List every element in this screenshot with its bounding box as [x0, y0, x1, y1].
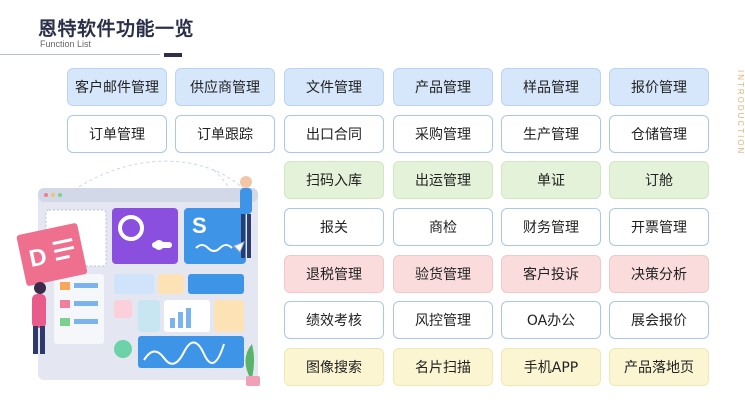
- feature-tile[interactable]: 客户投诉: [501, 255, 601, 293]
- feature-tile[interactable]: 决策分析: [609, 255, 709, 293]
- feature-tile[interactable]: 订舱: [609, 161, 709, 199]
- title-underline-accent: [164, 53, 182, 57]
- skype-s-icon: [184, 208, 246, 264]
- feature-tile[interactable]: 供应商管理: [175, 68, 275, 106]
- feature-tile[interactable]: 商检: [393, 208, 493, 246]
- feature-tile[interactable]: 订单跟踪: [175, 115, 275, 153]
- feature-tile[interactable]: 采购管理: [393, 115, 493, 153]
- feature-tile[interactable]: 生产管理: [501, 115, 601, 153]
- person-icon: [32, 282, 46, 354]
- feature-tile[interactable]: 名片扫描: [393, 348, 493, 386]
- feature-tile[interactable]: 文件管理: [284, 68, 384, 106]
- feature-tile[interactable]: 报关: [284, 208, 384, 246]
- feature-tile[interactable]: 绩效考核: [284, 301, 384, 339]
- feature-tile[interactable]: 财务管理: [501, 208, 601, 246]
- feature-tile[interactable]: 单证: [501, 161, 601, 199]
- feature-tile[interactable]: 报价管理: [609, 68, 709, 106]
- feature-tile[interactable]: 产品落地页: [609, 348, 709, 386]
- page-title: 恩特软件功能一览: [38, 18, 195, 40]
- side-decoration-text: INTRODUCTION: [736, 70, 745, 156]
- svg-text:S: S: [192, 213, 207, 238]
- outlook-o-icon: [112, 208, 178, 264]
- feature-tile[interactable]: OA办公: [501, 301, 601, 339]
- feature-tile[interactable]: 退税管理: [284, 255, 384, 293]
- feature-tile[interactable]: 订单管理: [67, 115, 167, 153]
- svg-text:D: D: [27, 243, 50, 273]
- feature-tile[interactable]: 图像搜索: [284, 348, 384, 386]
- illustration: S D: [16, 160, 260, 386]
- feature-tile[interactable]: 风控管理: [393, 301, 493, 339]
- feature-tile[interactable]: 仓储管理: [609, 115, 709, 153]
- feature-tile[interactable]: 扫码入库: [284, 161, 384, 199]
- feature-tile[interactable]: 产品管理: [393, 68, 493, 106]
- feature-tile[interactable]: 样品管理: [501, 68, 601, 106]
- page-subtitle: Function List: [40, 39, 92, 49]
- feature-tile[interactable]: 客户邮件管理: [67, 68, 167, 106]
- document-d-icon: D: [16, 223, 88, 286]
- feature-tile[interactable]: 出口合同: [284, 115, 384, 153]
- title-underline: [0, 54, 160, 55]
- feature-tile[interactable]: 出运管理: [393, 161, 493, 199]
- feature-tile[interactable]: 开票管理: [609, 208, 709, 246]
- feature-tile[interactable]: 手机APP: [501, 348, 601, 386]
- feature-tile[interactable]: 展会报价: [609, 301, 709, 339]
- feature-tile[interactable]: 验货管理: [393, 255, 493, 293]
